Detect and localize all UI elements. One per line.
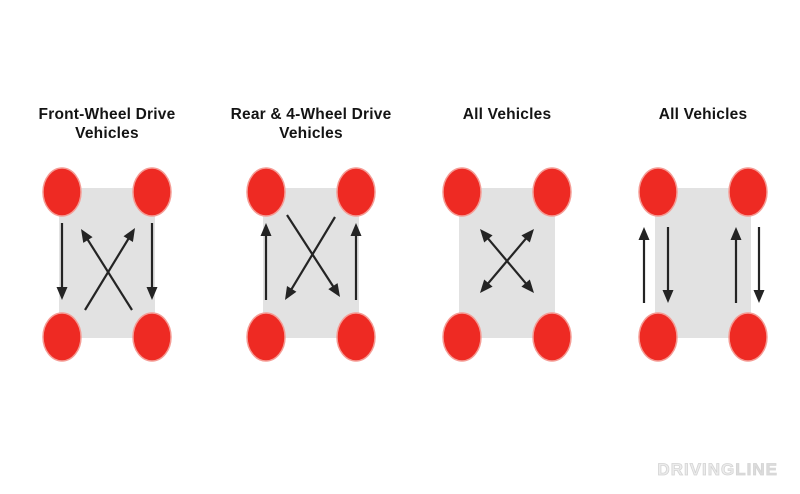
- arrowhead: [260, 223, 272, 236]
- drivingline-logo-driving: DRIVING: [657, 460, 736, 480]
- arrowhead: [662, 290, 674, 303]
- arrowhead: [480, 279, 493, 293]
- tire: [638, 312, 678, 362]
- arrowhead: [81, 229, 93, 243]
- tire: [532, 312, 572, 362]
- tire: [132, 312, 172, 362]
- rotation-pattern-front-wheel-drive: [42, 167, 172, 362]
- tire: [638, 167, 678, 217]
- rotation-arrow-shaft: [289, 216, 336, 292]
- panel-all-vehicles-cross: All Vehicles: [417, 105, 597, 380]
- panel-title: All Vehicles: [613, 105, 793, 143]
- arrowhead: [350, 223, 362, 236]
- tire: [336, 167, 376, 217]
- rotation-pattern-all-vehicles-same-side: [638, 167, 768, 362]
- arrowhead: [123, 228, 135, 242]
- tire: [532, 167, 572, 217]
- rotation-arrow-shaft: [84, 236, 131, 311]
- arrowhead: [753, 290, 765, 303]
- panel-rear-and-4-wheel-drive: Rear & 4-Wheel Drive Vehicles: [221, 105, 401, 380]
- panel-title-line2: Vehicles: [279, 125, 343, 142]
- tire: [42, 312, 82, 362]
- tire: [246, 312, 286, 362]
- car-body: [263, 188, 359, 338]
- tire: [442, 167, 482, 217]
- car-body: [59, 188, 155, 338]
- rotation-pattern-all-vehicles-cross: [442, 167, 572, 362]
- arrowhead: [638, 227, 650, 240]
- tire: [132, 167, 172, 217]
- rotation-arrow-shaft: [85, 237, 133, 311]
- drivingline-logo: DRIVINGLINE: [657, 460, 778, 480]
- arrowhead: [480, 229, 493, 243]
- panel-all-vehicles-same-side: All Vehicles: [613, 105, 793, 380]
- panel-title: Rear & 4-Wheel Drive Vehicles: [221, 105, 401, 143]
- tire: [442, 312, 482, 362]
- panel-title: Front-Wheel Drive Vehicles: [17, 105, 197, 143]
- panel-title: All Vehicles: [417, 105, 597, 143]
- panel-title-line1: Front-Wheel Drive: [38, 106, 176, 123]
- tire: [728, 312, 768, 362]
- car-body: [459, 188, 555, 338]
- tire: [336, 312, 376, 362]
- rotation-arrow-shaft: [286, 214, 336, 289]
- arrowhead: [328, 283, 340, 297]
- rotation-arrow-shaft: [485, 236, 529, 286]
- arrowhead: [285, 286, 297, 300]
- arrowhead: [730, 227, 742, 240]
- tire: [728, 167, 768, 217]
- panel-title-line1: All Vehicles: [658, 106, 748, 123]
- arrowhead: [521, 279, 534, 293]
- tire: [246, 167, 286, 217]
- arrowhead: [521, 229, 534, 243]
- panel-title-line2: Vehicles: [75, 125, 139, 142]
- arrowhead: [56, 287, 68, 300]
- panel-title-line1: Rear & 4-Wheel Drive: [230, 106, 392, 123]
- panel-front-wheel-drive: Front-Wheel Drive Vehicles: [17, 105, 197, 380]
- tire: [42, 167, 82, 217]
- rotation-pattern-rear-and-4-wheel-drive: [246, 167, 376, 362]
- drivingline-logo-line: LINE: [735, 460, 778, 480]
- arrowhead: [146, 287, 158, 300]
- panel-title-line1: All Vehicles: [462, 106, 552, 123]
